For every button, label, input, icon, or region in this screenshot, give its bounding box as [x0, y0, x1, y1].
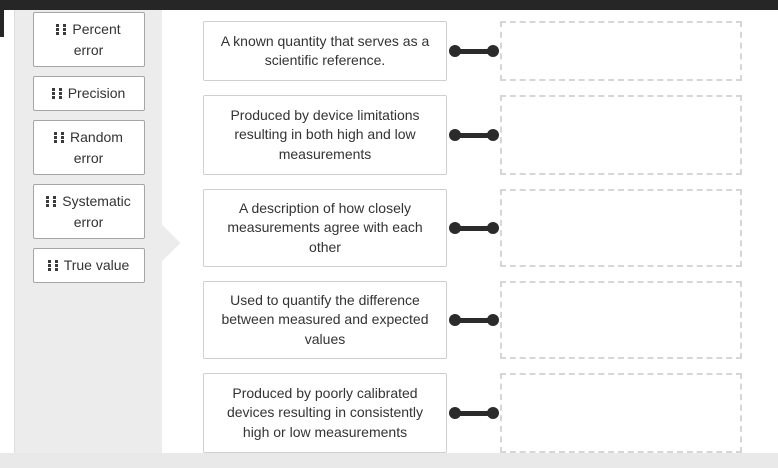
connector-cell: [447, 281, 500, 359]
matching-rows: A known quantity that serves as a scient…: [203, 10, 742, 453]
connector-cell: [447, 373, 500, 453]
connector-cell: [447, 189, 500, 267]
match-row: Used to quantify the difference between …: [203, 281, 742, 359]
term-chip-true-value[interactable]: True value: [32, 248, 145, 283]
drop-zone[interactable]: [500, 189, 742, 267]
left-edge-sliver: [0, 0, 4, 37]
top-bar: [0, 0, 778, 10]
dumbbell-connector-icon: [448, 407, 499, 419]
drag-handle-icon: [54, 128, 65, 148]
drag-handle-icon: [56, 20, 67, 40]
term-chip-random-error[interactable]: Random error: [32, 120, 145, 175]
term-chip-label: Percent error: [72, 21, 121, 58]
term-bank-panel: Percent error Precision Random error Sys…: [14, 10, 181, 453]
definition-card: Produced by poorly calibrated devices re…: [203, 373, 447, 453]
term-chip-label: Systematic error: [62, 193, 131, 230]
definition-card: Used to quantify the difference between …: [203, 281, 447, 359]
dumbbell-connector-icon: [448, 314, 499, 326]
match-row: A known quantity that serves as a scient…: [203, 21, 742, 81]
drag-handle-icon: [51, 84, 63, 104]
match-row: Produced by poorly calibrated devices re…: [203, 373, 742, 453]
term-chip-systematic-error[interactable]: Systematic error: [32, 184, 145, 239]
connector-cell: [447, 95, 500, 175]
term-chip-precision[interactable]: Precision: [32, 76, 145, 111]
drop-zone[interactable]: [500, 281, 742, 359]
drop-zone[interactable]: [500, 21, 742, 81]
dumbbell-connector-icon: [448, 45, 499, 57]
term-chip-percent-error[interactable]: Percent error: [32, 12, 145, 67]
definition-card: Produced by device limitations resulting…: [203, 95, 447, 175]
drop-zone[interactable]: [500, 373, 742, 453]
dumbbell-connector-icon: [448, 129, 499, 141]
term-chip-label: Precision: [67, 85, 126, 101]
drag-handle-icon: [46, 192, 57, 212]
connector-cell: [447, 21, 500, 81]
term-chip-label: True value: [63, 257, 130, 273]
definition-card: A description of how closely measurement…: [203, 189, 447, 267]
dumbbell-connector-icon: [448, 222, 499, 234]
definition-card: A known quantity that serves as a scient…: [203, 21, 447, 81]
match-row: A description of how closely measurement…: [203, 189, 742, 267]
match-row: Produced by device limitations resulting…: [203, 95, 742, 175]
page-footer-strip: [0, 453, 778, 468]
term-chip-label: Random error: [70, 129, 123, 166]
panel-pointer-arrow-icon: [143, 224, 181, 262]
drop-zone[interactable]: [500, 95, 742, 175]
drag-handle-icon: [47, 256, 59, 276]
